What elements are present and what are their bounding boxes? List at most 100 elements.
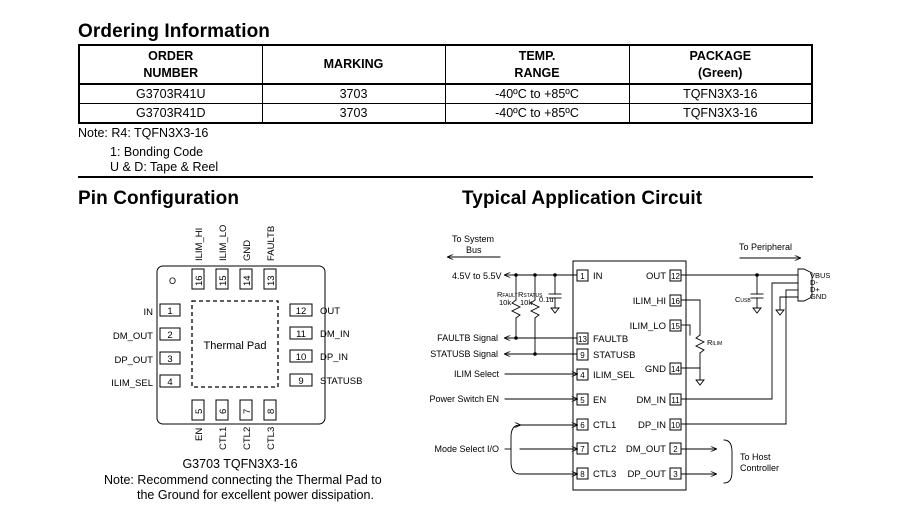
bottom-pins: 5 6 7 8 EN CTL1 CTL2 CTL3: [191, 399, 277, 450]
rilim-label: RILIM: [707, 338, 722, 347]
pin-10-name: DP_IN: [320, 352, 348, 363]
pin-13-num: 13: [266, 275, 277, 286]
ic-pin-6-num: 6: [580, 421, 585, 430]
pin-4-box: [159, 374, 181, 388]
ic-pin-12-num: 12: [671, 272, 680, 281]
pin-7-name: CTL2: [242, 427, 253, 450]
pin-15-box: [215, 268, 229, 290]
ic-pin-2-num: 2: [673, 445, 678, 454]
pin-16-num: 16: [194, 275, 205, 286]
ordering-note: Note: R4: TQFN3X3-16: [78, 126, 209, 140]
ordering-title: Ordering Information: [78, 21, 270, 42]
ic-pin-7-num: 7: [580, 445, 585, 454]
ic-pin-11-num: 11: [671, 396, 680, 405]
ilim-select: ILIM Select: [454, 369, 500, 379]
top-pins: 16 15 14 13 ILIM_HI ILIM_LO GND FAULTB: [191, 225, 277, 290]
ic-pin-ctl3: CTL3: [593, 469, 616, 480]
pin-1-box: [159, 303, 181, 317]
cusb-label: CUSB: [735, 295, 751, 304]
pin-7-box: [239, 399, 253, 421]
pin-4-num: 4: [167, 377, 172, 388]
thermal-pad-label: Thermal Pad: [204, 340, 267, 352]
usb-vbus: VBUS: [810, 271, 830, 280]
pin-5-box: [191, 399, 205, 421]
pin-config-note-l1: Note: Recommend connecting the Thermal P…: [104, 473, 382, 487]
left-pins: 1 2 3 4 IN DM_OUT DP_OUT ILIM_SEL: [111, 303, 181, 389]
cell-temp-range: -40ºC to +85ºC: [444, 103, 630, 124]
pin-5-num: 5: [194, 409, 205, 414]
ic-pin-16-num: 16: [671, 297, 680, 306]
supply-label: 4.5V to 5.5V: [452, 271, 502, 281]
ic-pin-en: EN: [593, 395, 606, 406]
ic-pin-statusb: STATUSB: [593, 350, 635, 361]
r-status-value: 10k: [520, 298, 532, 307]
pin-15-name: ILIM_LO: [218, 225, 229, 261]
ic-pin-10-num: 10: [671, 421, 680, 430]
r-fault-value: 10k: [499, 298, 511, 307]
pin-2-box: [159, 327, 181, 341]
statusb-signal: STATUSB Signal: [430, 349, 498, 359]
ic-pin-ilim-hi: ILIM_HI: [633, 296, 666, 307]
to-system-l2: Bus: [466, 245, 482, 255]
cell-order-number: G3703R41D: [78, 103, 263, 124]
pin-2-num: 2: [167, 330, 172, 341]
ic-pin-13-num: 13: [578, 335, 587, 344]
ic-right-pins: 12 16 15 14 11 10 2 3 OUT ILIM_HI ILIM_L…: [626, 269, 682, 480]
pin-3-num: 3: [167, 354, 172, 365]
pin-15-num: 15: [218, 275, 229, 286]
pin-6-name: CTL1: [218, 427, 229, 450]
to-host-l2: Controller: [740, 463, 779, 473]
pin1-marker: O: [169, 276, 176, 286]
ic-pin-dp-out: DP_OUT: [627, 469, 666, 480]
ic-pin-dp-in: DP_IN: [638, 420, 666, 431]
pin-8-num: 8: [266, 409, 277, 414]
ic-pin-dm-out: DM_OUT: [626, 444, 666, 455]
pin-16-name: ILIM_HI: [194, 228, 205, 261]
section-divider: [78, 176, 813, 178]
pin-12-name: OUT: [320, 306, 340, 317]
pin-9-box: [289, 373, 313, 387]
pin-14-box: [239, 268, 253, 290]
pin-16-box: [191, 268, 205, 290]
header-package: PACKAGE(Green): [628, 44, 813, 85]
usb-dplus: D+: [810, 285, 820, 294]
cell-temp-range: -40ºC to +85ºC: [444, 83, 630, 104]
pin-config-title: Pin Configuration: [78, 188, 240, 209]
table-row: G3703R41D 3703 -40ºC to +85ºC TQFN3X3-16: [78, 103, 813, 124]
header-temp-range: TEMP.RANGE: [444, 44, 630, 85]
ic-pin-15-num: 15: [671, 322, 680, 331]
cap-value: 0.1u: [539, 295, 554, 304]
ic-pin-in: IN: [593, 271, 603, 282]
pin-12-num: 12: [296, 306, 307, 317]
package-outline: [156, 265, 326, 425]
pin-6-num: 6: [218, 409, 229, 414]
thermal-pad: [191, 300, 279, 388]
pin-14-name: GND: [242, 240, 253, 261]
to-peripheral: To Peripheral: [739, 242, 792, 252]
cell-marking: 3703: [261, 103, 446, 124]
pin-10-num: 10: [296, 352, 307, 363]
to-host-l1: To Host: [740, 452, 771, 462]
ic-pin-9-num: 9: [580, 351, 585, 360]
ic-pin-faultb: FAULTB: [593, 334, 628, 345]
pin-11-box: [289, 326, 313, 340]
to-system-l1: To System: [452, 234, 494, 244]
ic-pin-ctl1: CTL1: [593, 420, 616, 431]
pin-11-name: DM_IN: [320, 329, 350, 340]
pin-4-name: ILIM_SEL: [111, 378, 153, 389]
pin-6-box: [215, 399, 229, 421]
pin-2-name: DM_OUT: [113, 331, 153, 342]
ic-pin-3-num: 3: [673, 470, 678, 479]
r-status-label: RSTATUS: [518, 290, 543, 299]
pin-9-name: STATUSB: [320, 376, 362, 387]
ic-pin-ctl2: CTL2: [593, 444, 616, 455]
pin-14-num: 14: [242, 275, 253, 286]
pin-8-name: CTL3: [266, 427, 277, 450]
r-fault-label: RFAULT: [497, 290, 518, 299]
pin-9-num: 9: [298, 376, 303, 387]
